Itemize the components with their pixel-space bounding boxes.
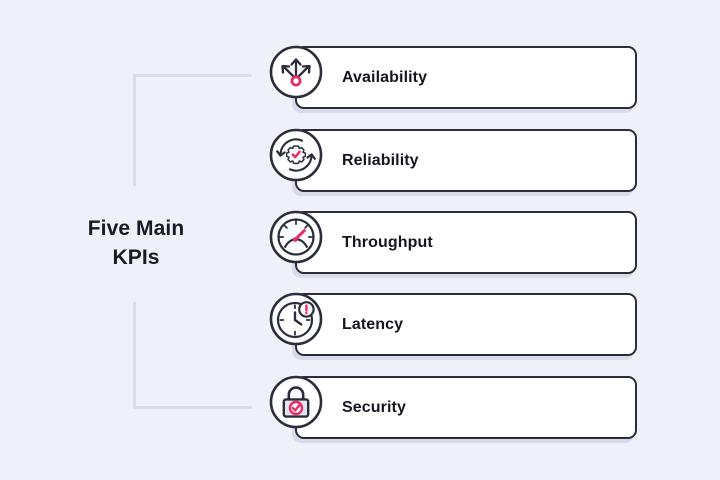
kpi-row[interactable]: Latency bbox=[268, 291, 640, 361]
reliability-gear-refresh-icon bbox=[268, 127, 324, 183]
page-title: Five Main KPIs bbox=[87, 217, 185, 270]
connector-bottom-horizontal bbox=[133, 406, 252, 409]
availability-arrows-icon bbox=[268, 44, 324, 100]
security-padlock-check-icon bbox=[268, 374, 324, 430]
connector-top-horizontal bbox=[133, 74, 252, 77]
connector-top-vertical bbox=[133, 74, 136, 186]
kpi-row[interactable]: Security bbox=[268, 374, 640, 444]
kpi-row[interactable]: Availability bbox=[268, 44, 640, 114]
kpi-card-reliability[interactable] bbox=[295, 129, 637, 192]
throughput-speedometer-icon bbox=[268, 209, 324, 265]
kpi-card-latency[interactable] bbox=[295, 293, 637, 356]
kpi-label-reliability: Reliability bbox=[342, 151, 419, 169]
latency-clock-alert-icon bbox=[268, 291, 324, 347]
kpi-label-latency: Latency bbox=[342, 315, 404, 333]
kpi-card-availability[interactable] bbox=[295, 46, 637, 109]
connector-bottom-vertical bbox=[133, 302, 136, 409]
kpi-row[interactable]: Throughput bbox=[268, 209, 640, 279]
kpi-label-availability: Availability bbox=[342, 68, 428, 86]
kpi-label-throughput: Throughput bbox=[342, 233, 433, 251]
kpi-row[interactable]: Reliability bbox=[268, 127, 640, 197]
kpi-card-security[interactable] bbox=[295, 376, 637, 439]
kpi-label-security: Security bbox=[342, 398, 406, 416]
